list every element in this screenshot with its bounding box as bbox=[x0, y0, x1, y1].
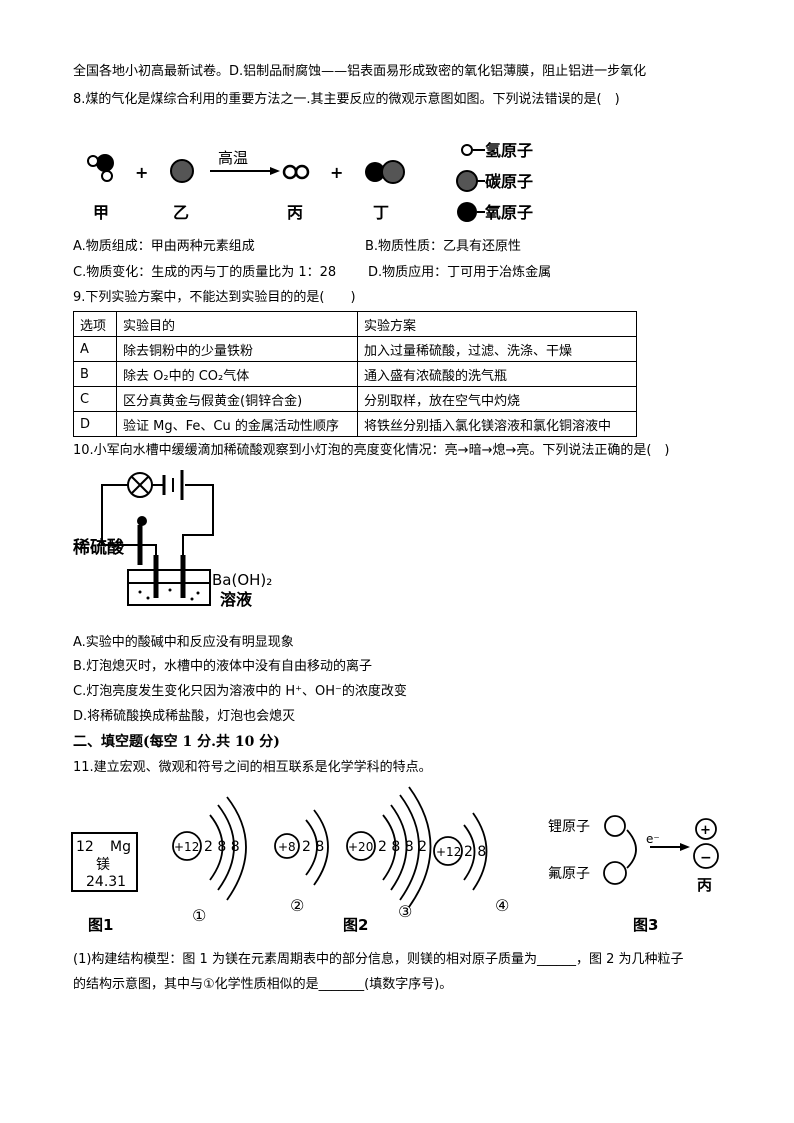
text-label: 加入过量稀硫酸，过滤、洗涤、干燥 bbox=[357, 336, 637, 362]
text-label: 2 8 8 bbox=[204, 839, 240, 855]
plus-sign: + bbox=[135, 163, 148, 182]
option-d: D.物质应用：丁可用于冶炼金属 bbox=[368, 265, 552, 280]
text-label: 氢原子 bbox=[485, 141, 533, 160]
text-label: B bbox=[73, 361, 117, 387]
question-11-part1: (1)构建结构模型：图 1 为镁在元素周期表中的部分信息，则镁的相对原子质量为_… bbox=[73, 952, 684, 967]
option-b: B.物质性质：乙具有还原性 bbox=[365, 239, 522, 254]
molecule-ding bbox=[365, 160, 405, 184]
text-label: +12 bbox=[174, 840, 199, 854]
text-label: +8 bbox=[278, 840, 296, 854]
question-11: 11.建立宏观、微观和符号之间的相互联系是化学学科的特点。 bbox=[73, 760, 432, 775]
legend-carbon-icon bbox=[456, 170, 478, 192]
text-label: 图1 bbox=[88, 916, 113, 934]
text-label: 乙 bbox=[173, 203, 189, 222]
text-label: 丙 bbox=[697, 876, 712, 894]
text-label: Ba(OH)₂ bbox=[212, 571, 272, 589]
legend-oxygen-icon bbox=[457, 202, 477, 222]
molecule-bing bbox=[282, 164, 310, 180]
arrow-icon bbox=[270, 167, 280, 175]
text-label: 碳原子 bbox=[485, 172, 533, 191]
text-label: C bbox=[73, 386, 117, 412]
option-c: C.物质变化：生成的丙与丁的质量比为 1：28 bbox=[73, 265, 337, 280]
text-label: ④ bbox=[495, 896, 509, 915]
text-label: 分别取样，放在空气中灼烧 bbox=[357, 386, 637, 412]
text-label: e⁻ bbox=[646, 832, 660, 846]
text-label: 丁 bbox=[373, 203, 389, 222]
text-label: 除去 O₂中的 CO₂气体 bbox=[116, 361, 358, 387]
option-c: C.灯泡亮度发生变化只因为溶液中的 H⁺、OH⁻的浓度改变 bbox=[73, 684, 407, 699]
text-label: 24.31 bbox=[86, 874, 126, 890]
section-heading: 二、填空题(每空 1 分.共 10 分) bbox=[73, 734, 280, 750]
text-label: 镁 bbox=[96, 857, 110, 873]
text-label: 氟原子 bbox=[548, 866, 590, 882]
text-label: +20 bbox=[348, 840, 373, 854]
text-line: 全国各地小初高最新试卷。D.铝制品耐腐蚀——铝表面易形成致密的氧化铝薄膜，阻止铝… bbox=[73, 64, 647, 79]
plus-sign: + bbox=[330, 163, 343, 182]
text-label: 溶液 bbox=[220, 590, 253, 609]
text-label: 锂原子 bbox=[548, 819, 590, 835]
text-label: ① bbox=[192, 906, 206, 925]
text-label: A bbox=[73, 336, 117, 362]
text-label: 甲 bbox=[93, 203, 109, 222]
reaction-diagram: + 高温 + 甲 乙 丙 丁 氢原子 碳原子 氧原子 bbox=[87, 141, 533, 222]
legend-hydrogen-icon bbox=[461, 144, 473, 156]
text-label: 选项 bbox=[73, 311, 117, 337]
circuit-diagram: 稀硫酸 Ba(OH)₂ 溶液 bbox=[73, 470, 272, 609]
text-label: ② bbox=[290, 896, 304, 915]
text-label: 通入盛有浓硫酸的洗气瓶 bbox=[357, 361, 637, 387]
text-label: 2 8 bbox=[302, 839, 324, 855]
atom-structure-figures: 12 Mg 镁24.31 +12 2 8 8 ① +8 2 8 ② +20 2 8 8 2 ③… bbox=[71, 786, 719, 934]
text-label: D bbox=[73, 411, 117, 437]
question-8: 8.煤的气化是煤综合利用的重要方法之一.其主要反应的微观示意图如图。下列说法错误… bbox=[73, 92, 620, 107]
text-label: 图3 bbox=[633, 916, 658, 934]
text-label: − bbox=[700, 850, 712, 866]
text-label: 验证 Mg、Fe、Cu 的金属活动性顺序 bbox=[116, 411, 358, 437]
question-11-part1-cont: 的结构示意图，其中与①化学性质相似的是_______(填数字序号)。 bbox=[73, 977, 453, 992]
text-label: 实验目的 bbox=[116, 311, 358, 337]
text-label: 区分真黄金与假黄金(铜锌合金) bbox=[116, 386, 358, 412]
question-10: 10.小军向水槽中缓缓滴加稀硫酸观察到小灯泡的亮度变化情况：亮→暗→熄→亮。下列… bbox=[73, 443, 670, 458]
molecule-jia bbox=[87, 154, 114, 182]
text-label: 图2 bbox=[343, 916, 368, 934]
text-label: 12 bbox=[76, 839, 94, 855]
text-label: +12 bbox=[436, 845, 461, 859]
option-b: B.灯泡熄灭时，水槽中的液体中没有自由移动的离子 bbox=[73, 659, 373, 674]
text-label: 2 8 bbox=[464, 844, 486, 860]
arrow-icon bbox=[680, 843, 690, 851]
text-label: 2 8 8 2 bbox=[378, 839, 427, 855]
condition-label: 高温 bbox=[218, 149, 248, 167]
text-label: + bbox=[700, 823, 711, 838]
molecule-yi bbox=[170, 159, 194, 183]
text-label: ③ bbox=[398, 902, 412, 921]
text-label: 氧原子 bbox=[484, 203, 533, 222]
text-label: 实验方案 bbox=[357, 311, 637, 337]
option-a: A.实验中的酸碱中和反应没有明显现象 bbox=[73, 635, 294, 650]
text-label: Mg bbox=[110, 839, 131, 855]
option-a: A.物质组成：甲由两种元素组成 bbox=[73, 239, 255, 254]
text-label: 稀硫酸 bbox=[73, 537, 125, 558]
mg-element-card bbox=[71, 832, 138, 892]
table-header: 选项实验目的实验方案 bbox=[73, 311, 637, 337]
text-label: 除去铜粉中的少量铁粉 bbox=[116, 336, 358, 362]
text-label: 将铁丝分别插入氯化镁溶液和氯化铜溶液中 bbox=[357, 411, 637, 437]
option-d: D.将稀硫酸换成稀盐酸，灯泡也会熄灭 bbox=[73, 709, 296, 724]
question-9: 9.下列实验方案中，不能达到实验目的的是( ) bbox=[73, 290, 356, 305]
text-label: 丙 bbox=[287, 203, 303, 222]
